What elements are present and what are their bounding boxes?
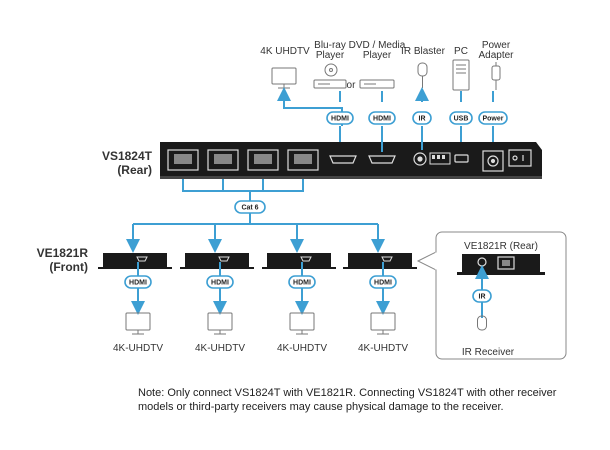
hdmi-in-port — [368, 155, 396, 164]
bluray-player-icon — [313, 63, 347, 89]
bluray-label-2: Player — [316, 50, 345, 61]
transmitter-side-label: (Rear) — [117, 163, 152, 177]
tag-hdmi-out-3: HDMI — [288, 275, 316, 289]
terminal-block — [429, 152, 451, 165]
ir-receiver-icon — [477, 315, 487, 331]
transmitter-model-label: VS1824T — [102, 149, 153, 163]
svg-text:HDMI: HDMI — [331, 116, 349, 123]
ir-jack — [413, 152, 427, 166]
svg-text:HDMI: HDMI — [293, 280, 311, 287]
tag-power: Power — [478, 111, 508, 125]
rj45-port-4 — [287, 149, 319, 171]
rj45-port-2 — [207, 149, 239, 171]
vs1824t-device — [160, 142, 542, 179]
svg-text:HDMI: HDMI — [374, 280, 392, 287]
pc-tower-icon — [452, 59, 470, 91]
tv-top-label: 4K UHDTV — [260, 46, 310, 57]
ir-blaster-label: IR Blaster — [401, 46, 446, 57]
svg-text:HDMI: HDMI — [129, 280, 147, 287]
inset-title: VE1821R (Rear) — [464, 241, 538, 252]
svg-text:HDMI: HDMI — [211, 280, 229, 287]
svg-text:USB: USB — [454, 116, 469, 123]
receiver-3 — [262, 253, 336, 269]
output-tv-label-2: 4K-UHDTV — [195, 343, 245, 354]
pc-label: PC — [454, 46, 468, 57]
dvd-player-icon — [359, 79, 395, 89]
power-adapter-label-1: Power — [482, 40, 511, 51]
tv-icon-1 — [125, 312, 151, 335]
receiver-4 — [343, 253, 417, 269]
output-tv-label-4: 4K-UHDTV — [358, 343, 408, 354]
dvd-label-2: Player — [363, 50, 392, 61]
tag-hdmi-out-2: HDMI — [206, 275, 234, 289]
svg-text:Power: Power — [482, 116, 503, 123]
note-text: Note: Only connect VS1824T with VE1821R.… — [138, 386, 578, 414]
svg-text:IR: IR — [479, 294, 486, 301]
power-switch — [508, 149, 532, 167]
dvd-label-1: DVD / Media — [349, 40, 406, 51]
output-tv-label-3: 4K-UHDTV — [277, 343, 327, 354]
inset-ir-receiver-label: IR Receiver — [462, 347, 515, 358]
output-tv-label-1: 4K-UHDTV — [113, 343, 163, 354]
tag-hdmi-1: HDMI — [326, 111, 354, 125]
tag-ir-inset: IR — [472, 289, 492, 303]
usb-port — [454, 154, 469, 163]
rj45-port-3 — [247, 149, 279, 171]
rj45-port-1 — [167, 149, 199, 171]
tv-icon-2 — [207, 312, 233, 335]
tv-top-icon — [271, 67, 297, 89]
tag-usb: USB — [449, 111, 473, 125]
tag-cat6: Cat 6 — [234, 200, 266, 214]
power-adapter-label-2: Adapter — [478, 50, 514, 61]
receiver-side-label: (Front) — [49, 260, 88, 274]
tag-ir-top: IR — [412, 111, 432, 125]
receiver-rear-device — [457, 254, 545, 275]
hdmi-out-port — [329, 155, 357, 164]
note-line-2: models or third-party receivers may caus… — [138, 401, 504, 413]
receiver-model-label: VE1821R — [37, 246, 89, 260]
svg-text:IR: IR — [419, 116, 426, 123]
tv-icon-4 — [370, 312, 396, 335]
receiver-1 — [98, 253, 172, 269]
svg-text:HDMI: HDMI — [373, 116, 391, 123]
note-line-1: Note: Only connect VS1824T with VE1821R.… — [138, 387, 557, 399]
tag-hdmi-2: HDMI — [368, 111, 396, 125]
tag-hdmi-out-1: HDMI — [124, 275, 152, 289]
svg-text:Cat 6: Cat 6 — [241, 205, 258, 212]
ir-blaster-icon — [417, 62, 428, 88]
bluray-label-1: Blu-ray — [314, 40, 346, 51]
power-adapter-icon — [491, 62, 501, 90]
cat6-cables — [133, 179, 378, 225]
receiver-2 — [180, 253, 254, 269]
tag-hdmi-out-4: HDMI — [369, 275, 397, 289]
dc-power-jack — [482, 150, 504, 172]
or-label: or — [347, 80, 357, 91]
tv-icon-3 — [289, 312, 315, 335]
